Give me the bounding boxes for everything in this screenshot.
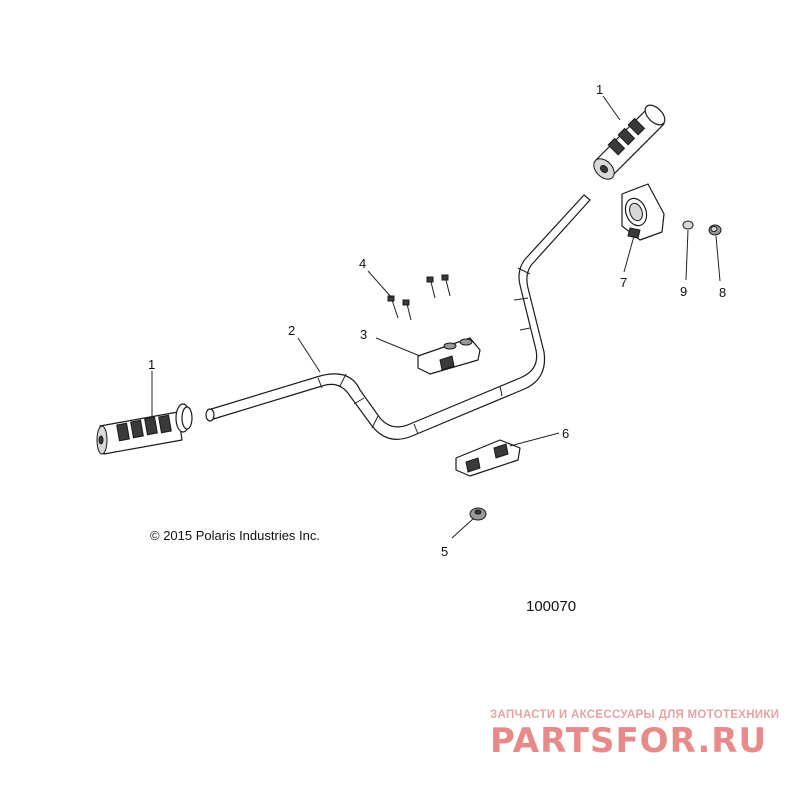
callout-7: 7 — [620, 275, 627, 290]
switch-housing — [621, 183, 665, 241]
figure-number: 100070 — [526, 598, 576, 615]
nut — [469, 507, 487, 521]
callout-4: 4 — [359, 256, 366, 271]
callout-8: 8 — [719, 285, 726, 300]
callout-5: 5 — [441, 544, 448, 559]
small-pin — [682, 220, 694, 230]
small-cap — [708, 224, 722, 236]
callout-1-left: 1 — [148, 357, 155, 372]
grip-right — [593, 104, 666, 180]
copyright-text: © 2015 Polaris Industries Inc. — [150, 528, 320, 543]
watermark-tagline: ЗАПЧАСТИ И АКСЕССУАРЫ ДЛЯ МОТОТЕХНИКИ — [490, 709, 779, 721]
callout-2: 2 — [288, 323, 295, 338]
callout-1-top: 1 — [596, 82, 603, 97]
callout-3: 3 — [360, 327, 367, 342]
handlebar — [205, 194, 591, 440]
lower-clamp — [455, 439, 521, 477]
upper-clamp — [417, 337, 481, 375]
grip-left — [96, 403, 193, 455]
watermark-logo: PARTSFOR.RU — [490, 721, 767, 761]
callout-6: 6 — [562, 426, 569, 441]
leader-lines — [151, 95, 721, 539]
callout-9: 9 — [680, 284, 687, 299]
bolts — [387, 274, 451, 321]
